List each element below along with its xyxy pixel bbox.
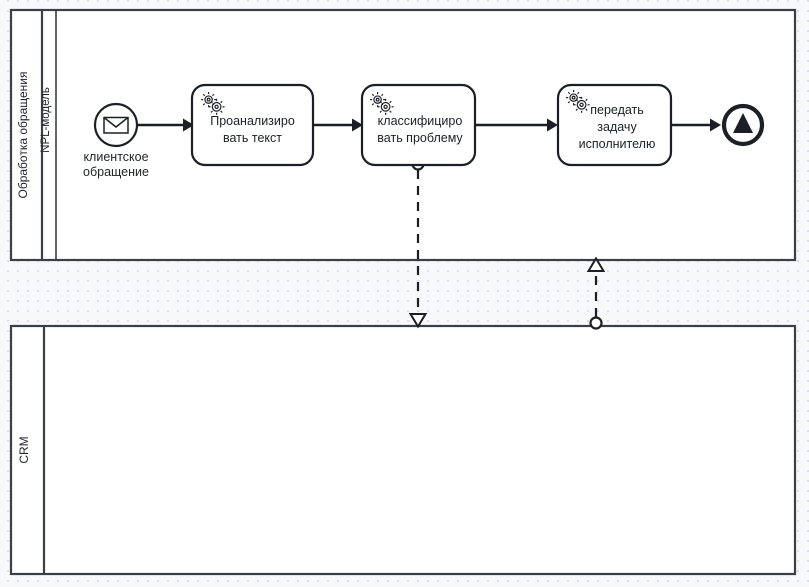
flow-start-to-analyze[interactable] xyxy=(138,118,194,132)
task-analyze-box[interactable] xyxy=(190,83,315,167)
envelope-icon xyxy=(103,116,129,134)
sequence-flows xyxy=(138,118,721,132)
task-assign-label-line-2: задачу xyxy=(597,120,637,134)
start-event-label-line-1: клиентское xyxy=(83,150,148,164)
flow-analyze-to-classify[interactable] xyxy=(313,118,363,132)
gears-icon xyxy=(201,92,225,115)
pool-crm[interactable]: CRM xyxy=(9,324,797,576)
lane-npl[interactable]: NPL-модель xyxy=(40,10,57,260)
start-message-event[interactable]: клиентское обращение xyxy=(83,102,149,179)
msgflow-up-arrowhead xyxy=(586,256,606,272)
task-assign-label-line-1: передать xyxy=(590,103,644,117)
gears-icon xyxy=(566,90,590,113)
triangle-up-icon xyxy=(733,113,753,133)
gears-icon xyxy=(370,92,394,115)
flow-assign-to-end[interactable] xyxy=(671,118,721,132)
task-analyze-label-line-2: вать текст xyxy=(223,131,282,145)
task-analyze[interactable]: Проанализиро вать текст xyxy=(190,83,315,167)
task-classify-label-line-2: вать проблему xyxy=(377,131,463,145)
pool-processing-label: Обработка обращения xyxy=(16,72,30,199)
task-assign[interactable]: передать задачу исполнителю xyxy=(556,83,673,167)
task-assign-label-line-3: исполнителю xyxy=(579,137,656,151)
msgflow-up[interactable] xyxy=(586,256,606,330)
start-event-circle[interactable] xyxy=(93,102,139,148)
task-classify-label-line-1: классифициро xyxy=(378,114,463,128)
end-escalation-event[interactable] xyxy=(721,103,765,147)
task-analyze-label-line-1: Проанализиро xyxy=(210,114,295,128)
lane-npl-label: NPL-модель xyxy=(40,87,52,153)
start-event-label-line-2: обращение xyxy=(83,165,149,179)
task-classify[interactable]: классифициро вать проблему xyxy=(360,83,477,167)
msgflow-up-source-dot xyxy=(589,316,603,330)
pool-crm-label: CRM xyxy=(17,436,31,463)
flow-classify-to-assign[interactable] xyxy=(475,118,558,132)
msgflow-down-arrowhead xyxy=(408,313,428,329)
pool-crm-body[interactable] xyxy=(9,324,797,576)
task-classify-box[interactable] xyxy=(360,83,477,167)
